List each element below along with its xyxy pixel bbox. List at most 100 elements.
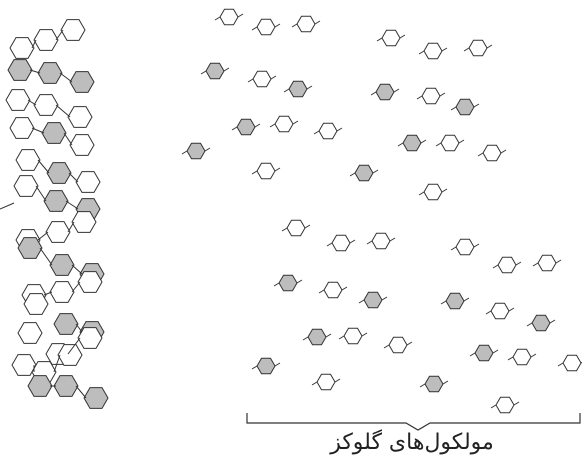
starch-ring — [69, 134, 95, 156]
glucose-bond-left — [477, 152, 484, 157]
glucose-bond-left — [397, 142, 404, 147]
glucose-molecule-icon — [526, 314, 556, 332]
glucose-bond-right — [439, 92, 446, 97]
glucose-ring — [445, 292, 465, 310]
glucose-bond-left — [273, 282, 280, 287]
glucose-bond-left — [281, 227, 288, 232]
glucose-ring — [252, 70, 272, 88]
glucose-ring — [531, 314, 551, 332]
glucose-bond-right — [441, 188, 448, 193]
glucose-bond-right — [341, 286, 348, 291]
glucose-ring — [381, 29, 401, 47]
glucose-bond-right — [336, 127, 343, 132]
starch-ring — [60, 19, 86, 41]
starch-bond — [71, 264, 83, 275]
glucose-bond-right — [549, 319, 556, 324]
glucose-ring — [363, 291, 383, 309]
starch-ring — [71, 211, 97, 233]
glucose-ring — [375, 83, 395, 101]
starch-bond — [53, 354, 61, 373]
glucose-ring — [296, 15, 316, 33]
starch-bond — [43, 291, 53, 296]
glucose-ring — [537, 254, 557, 272]
starch-ring — [77, 327, 103, 349]
glucose-bond-right — [492, 349, 499, 354]
glucose-ring — [424, 375, 444, 393]
glucose-bond-right — [381, 296, 388, 301]
glucose-bond-left — [526, 322, 533, 327]
glucose-molecule-icon — [302, 328, 332, 346]
glucose-ring — [440, 134, 460, 152]
glucose-ring — [278, 274, 298, 292]
glucose-ring — [402, 134, 422, 152]
glucose-bond-left — [302, 336, 309, 341]
glucose-bond-right — [314, 20, 321, 25]
pointer-line — [0, 202, 15, 210]
glucose-ring — [388, 336, 408, 354]
glucose-molecule-icon — [313, 122, 343, 140]
starch-ring — [17, 322, 43, 344]
glucose-ring — [455, 238, 475, 256]
glucose-bond-left — [492, 264, 499, 269]
glucose-bond-left — [326, 242, 333, 247]
starch-bond — [31, 39, 37, 49]
starch-bond — [67, 221, 75, 233]
glucose-bond-right — [274, 167, 281, 172]
starch-bond — [75, 323, 83, 333]
glucose-bond-right — [406, 341, 413, 346]
glucose-molecule-icon — [231, 118, 261, 136]
glucose-bond-left — [418, 191, 425, 196]
glucose-ring — [423, 183, 443, 201]
glucose-molecule-icon — [269, 115, 299, 133]
glucose-bond-right — [274, 23, 281, 28]
glucose-molecule-icon — [477, 144, 507, 162]
glucose-bond-right — [473, 243, 480, 248]
starch-chain-icon — [5, 19, 109, 409]
starch-ring — [49, 281, 75, 303]
glucose-molecule-icon — [469, 344, 499, 362]
glucose-molecule-icon — [416, 87, 446, 105]
glucose-ring — [474, 344, 494, 362]
glucose-bond-left — [231, 126, 238, 131]
starch-ring — [37, 62, 63, 84]
glucose-molecule-icon — [463, 39, 493, 57]
glucose-molecule-icon — [214, 8, 244, 26]
glucose-molecule-icon — [450, 98, 480, 116]
starch-bond — [37, 159, 50, 174]
starch-ring — [53, 313, 79, 335]
glucose-ring — [371, 232, 391, 250]
starch-bond — [71, 281, 81, 293]
glucose-bond-right — [473, 103, 480, 108]
starch-ring — [9, 37, 35, 59]
glucose-bond-left — [383, 344, 390, 349]
glucose-ring — [482, 144, 502, 162]
glucose-bond-right — [296, 279, 303, 284]
starch-bond — [63, 132, 73, 146]
glucose-bond-right — [292, 120, 299, 125]
glucose-ring — [256, 357, 276, 375]
starch-ring — [9, 117, 35, 139]
glucose-molecule-icon — [338, 327, 368, 345]
glucose-bond-left — [358, 299, 365, 304]
glucose-molecule-icon — [376, 29, 406, 47]
glucose-ring — [354, 164, 374, 182]
glucose-bond-left — [251, 26, 258, 31]
starch-ring — [11, 354, 37, 376]
glucose-ring — [562, 354, 582, 372]
glucose-bond-left — [532, 262, 539, 267]
glucose-bond-left — [338, 335, 345, 340]
glucose-ring — [423, 42, 443, 60]
glucose-bond-right — [223, 67, 230, 72]
glucose-molecule-icon — [349, 164, 379, 182]
glucose-ring — [256, 162, 276, 180]
starch-bond — [27, 99, 37, 106]
glucose-bond-right — [555, 259, 562, 264]
glucose-bond-right — [530, 353, 537, 358]
starch-ring — [75, 171, 101, 193]
glucose-bond-left — [247, 78, 254, 83]
starch-ring — [23, 293, 49, 315]
glucose-bond-left — [450, 106, 457, 111]
glucose-bond-left — [450, 246, 457, 251]
glucose-bond-right — [204, 147, 211, 152]
glucose-molecule-icon — [440, 292, 470, 310]
